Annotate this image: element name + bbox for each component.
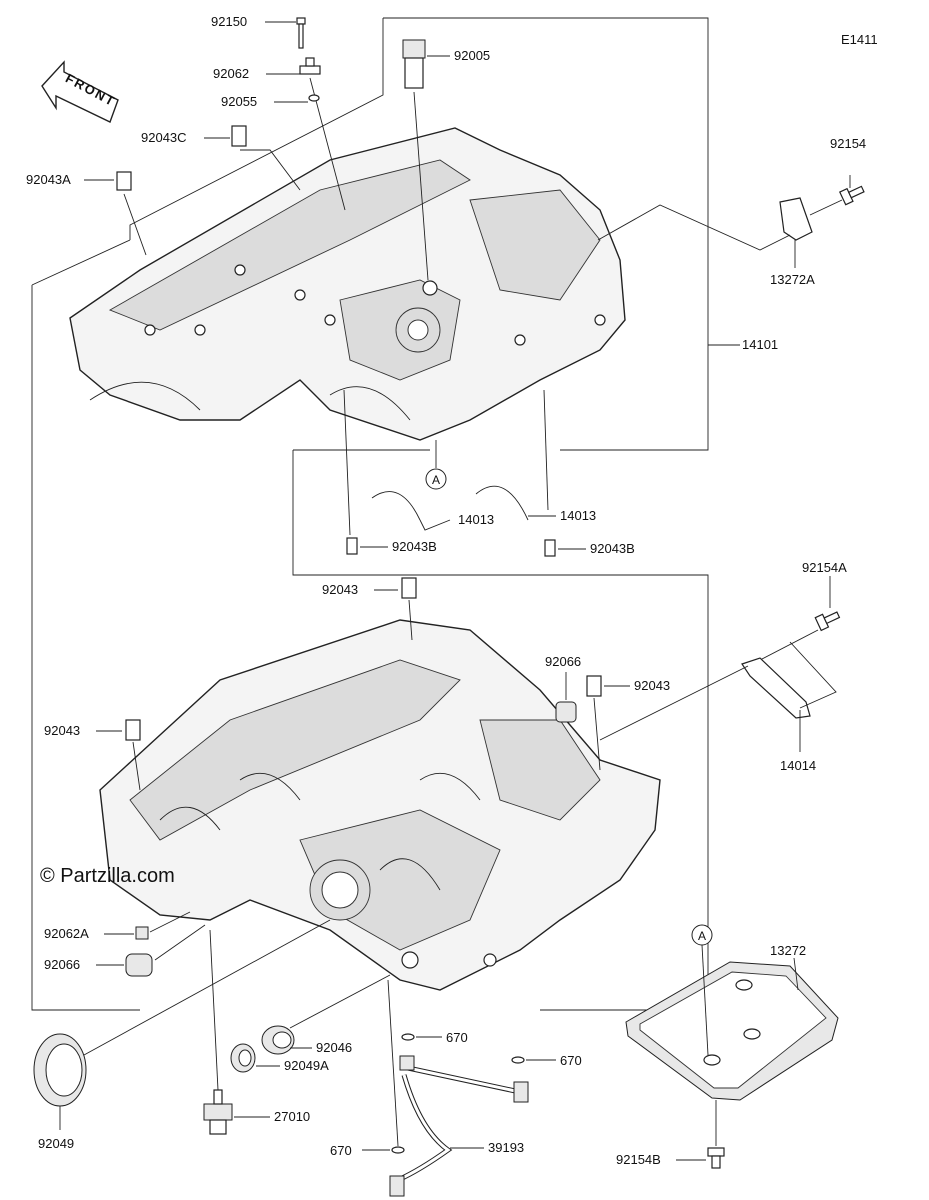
part-label-14013-left: 14013 <box>458 512 494 527</box>
part-label-92066-bottom: 92066 <box>44 957 80 972</box>
part-label-92062: 92062 <box>213 66 249 81</box>
part-label-670-a: 670 <box>446 1030 468 1045</box>
part-label-92043-top: 92043 <box>322 582 358 597</box>
part-label-92066-top: 92066 <box>545 654 581 669</box>
part-label-92154: 92154 <box>830 136 866 151</box>
plug-92062A <box>135 926 149 940</box>
part-label-13272A: 13272A <box>770 272 815 287</box>
diagram-code: E1411 <box>841 32 878 47</box>
plug-92066-bottom <box>125 953 153 977</box>
part-label-670-b: 670 <box>560 1053 582 1068</box>
dowel-92043-top <box>401 577 417 599</box>
bolt-92154B <box>707 1147 725 1169</box>
part-label-92150: 92150 <box>211 14 247 29</box>
svg-text:A: A <box>698 929 706 943</box>
ref-marker-a-top: A <box>425 440 447 490</box>
dowel-92043B-right <box>544 539 556 557</box>
fitting-92005 <box>402 39 426 89</box>
bearing-14013-left <box>371 491 421 521</box>
washer-670-c <box>391 1146 405 1154</box>
part-label-14101: 14101 <box>742 337 778 352</box>
lower-crankcase <box>99 619 661 991</box>
part-label-14014: 14014 <box>780 758 816 773</box>
part-label-670-c: 670 <box>330 1143 352 1158</box>
part-label-92043-left: 92043 <box>44 723 80 738</box>
part-label-92005: 92005 <box>454 48 490 63</box>
part-label-27010: 27010 <box>274 1109 310 1124</box>
dowel-92043B-left <box>346 537 358 555</box>
part-label-39193: 39193 <box>488 1140 524 1155</box>
part-label-92043B-right: 92043B <box>590 541 635 556</box>
front-arrow-icon: FRONT <box>41 60 119 123</box>
gasket-13272 <box>625 961 839 1101</box>
oil-pipe-39193 <box>389 1055 529 1197</box>
part-label-13272: 13272 <box>770 943 806 958</box>
seal-92049A <box>230 1043 256 1073</box>
part-label-92154B: 92154B <box>616 1152 661 1167</box>
plate-13272A <box>779 197 813 241</box>
needle-bearing-92046 <box>261 1025 295 1055</box>
part-label-92043-right: 92043 <box>634 678 670 693</box>
watermark: © Partzilla.com <box>40 865 175 887</box>
part-label-92043B-left: 92043B <box>392 539 437 554</box>
washer-670-a <box>401 1033 415 1041</box>
dowel-92043C <box>231 125 247 147</box>
part-label-92046: 92046 <box>316 1040 352 1055</box>
bolt-92154 <box>838 185 865 206</box>
washer-670-b <box>511 1056 525 1064</box>
part-label-92043C: 92043C <box>141 130 187 145</box>
oring-92055 <box>308 94 320 102</box>
bolt-92150 <box>296 17 306 49</box>
part-label-92049A: 92049A <box>284 1058 329 1073</box>
oil-pressure-switch-27010 <box>203 1089 233 1135</box>
dowel-92043-right <box>586 675 602 697</box>
upper-crankcase <box>69 127 626 441</box>
plug-92066-top <box>555 701 577 723</box>
ref-marker-a-bottom: A <box>691 924 713 1056</box>
bearing-14013-right <box>475 485 529 521</box>
svg-text:A: A <box>432 473 440 487</box>
part-label-14013-right: 14013 <box>560 508 596 523</box>
plate-14014 <box>741 657 811 719</box>
fitting-92062 <box>299 57 321 75</box>
part-label-92043A: 92043A <box>26 172 71 187</box>
dowel-92043A <box>116 171 132 191</box>
part-label-92055: 92055 <box>221 94 257 109</box>
oil-seal-92049 <box>33 1033 87 1107</box>
part-label-92062A: 92062A <box>44 926 89 941</box>
dowel-92043-left <box>125 719 141 741</box>
part-label-92154A: 92154A <box>802 560 847 575</box>
bolt-92154A <box>814 611 841 632</box>
part-label-92049: 92049 <box>38 1136 74 1151</box>
